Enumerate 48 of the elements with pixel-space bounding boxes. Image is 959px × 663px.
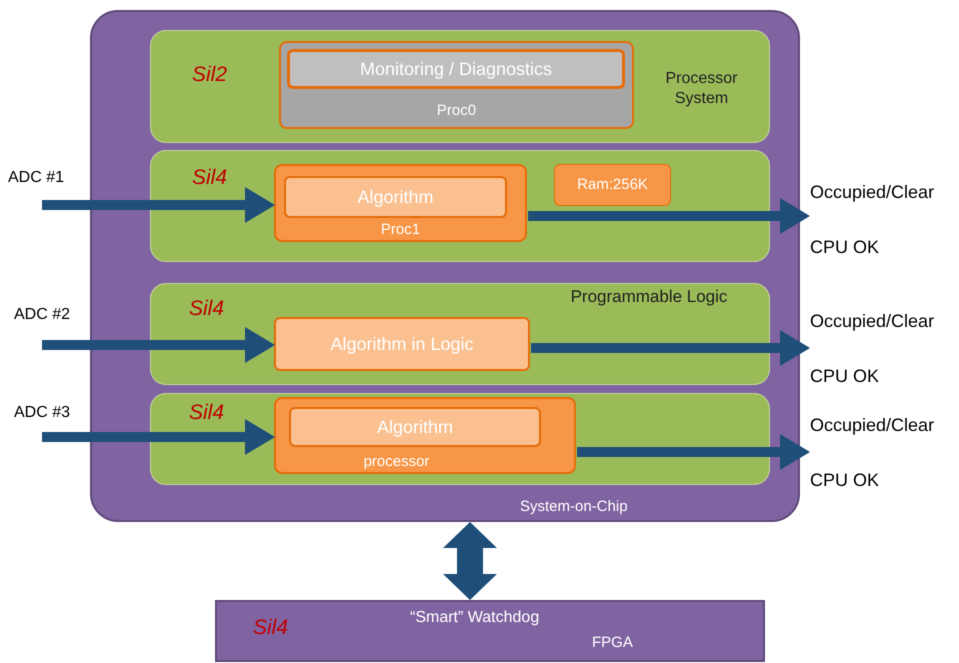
arrow [42, 327, 275, 363]
safety-level-label: Sil4 [189, 400, 224, 426]
input-label: ADC #2 [14, 305, 70, 325]
processor-box [279, 41, 634, 129]
double-arrow [443, 522, 497, 600]
arrow [528, 198, 810, 234]
output-label: CPU OK [810, 236, 880, 259]
function-box [289, 407, 541, 447]
processor-label: Proc0 [436, 101, 478, 121]
memory-label: Ram:256K [577, 174, 648, 195]
processor-band [150, 150, 770, 262]
chip-label: FPGA [592, 633, 633, 653]
processor-band [150, 30, 770, 143]
memory-box [554, 164, 671, 206]
output-label: Occupied/Clear [810, 310, 934, 333]
safety-level-label: Sil4 [253, 615, 288, 641]
processor-box [274, 164, 527, 242]
band-label: Programmable Logic [570, 286, 728, 308]
arrow [42, 419, 275, 455]
output-label: CPU OK [810, 469, 880, 492]
processor-band [150, 393, 770, 485]
watchdog-label: “Smart” Watchdog [410, 608, 540, 628]
safety-level-label: Sil4 [189, 296, 224, 322]
arrow [42, 187, 275, 223]
band-label: Processor System [664, 69, 739, 109]
function-label: Monitoring / Diagnostics [360, 58, 552, 81]
watchdog-panel [215, 600, 765, 662]
processor-box [274, 397, 576, 474]
function-box [274, 317, 530, 371]
chip-panel [90, 10, 800, 522]
input-label: ADC #1 [8, 168, 64, 188]
arrow [531, 330, 810, 366]
chip-label: System-on-Chip [520, 497, 628, 517]
processor-label: Proc1 [380, 220, 422, 240]
function-box [287, 49, 625, 89]
processor-label: processor [362, 452, 430, 472]
safety-level-label: Sil4 [192, 165, 228, 191]
output-label: Occupied/Clear [810, 181, 934, 204]
input-label: ADC #3 [14, 403, 70, 423]
arrow [577, 434, 810, 470]
function-box [284, 176, 507, 218]
function-label: Algorithm [357, 186, 434, 209]
function-label: Algorithm [376, 416, 454, 439]
logic-band [150, 283, 770, 385]
safety-level-label: Sil2 [192, 62, 228, 88]
function-label: Algorithm in Logic [330, 332, 474, 356]
output-label: Occupied/Clear [810, 414, 934, 437]
output-label: CPU OK [810, 365, 880, 388]
